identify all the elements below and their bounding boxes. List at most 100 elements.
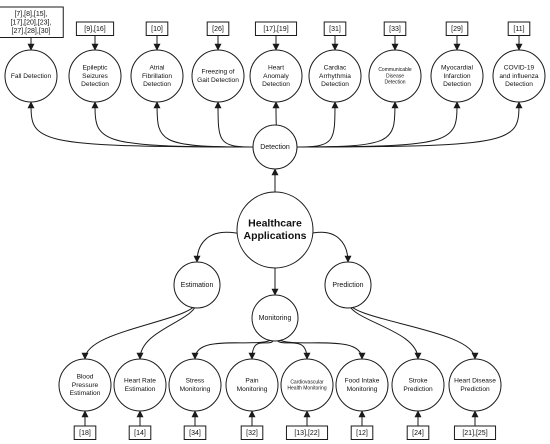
root-node-healthcare-applications-label: Applications	[243, 230, 306, 242]
estimation-node-heart-rate-estimation-circle	[113, 358, 167, 412]
detection-node-fall-detection-label: Fall Detection	[11, 73, 52, 80]
monitoring-node-cardiovascular-health-monitoring-reference: [13],[22]	[285, 425, 329, 440]
monitoring-node-food-intake-monitoring-reference-box	[350, 425, 374, 440]
monitoring-node-cardiovascular-health-monitoring-label: Health Monitoring	[287, 385, 326, 391]
monitoring-node-pain-monitoring-label: Monitoring	[237, 386, 268, 393]
monitoring-node-cardiovascular-health-monitoring-label: Cardiovascular	[290, 379, 324, 385]
root-node-healthcare-applications-circle	[236, 191, 314, 269]
edge-detection-to-fall-detection	[27, 101, 254, 148]
detection-node-atrial-fibrillation-detection-reference-text: [10]	[151, 26, 163, 33]
detection-node-fall-detection: Fall Detection	[4, 49, 58, 103]
detection-node-freezing-of-gait-detection-label: Freezing of	[202, 69, 235, 76]
detection-node-covid-19-and-influenza-detection-label: COVID-19	[504, 65, 535, 72]
hub-node-monitoring-label: Monitoring	[259, 315, 292, 322]
connector-layer	[27, 35, 523, 426]
estimation-node-blood-pressure-estimation-reference-text: [18]	[79, 430, 91, 437]
detection-node-fall-detection-reference: [7],[8],[15], [17],[20],[23],[27],[28],[3…	[0, 6, 64, 38]
monitoring-node-stress-monitoring-label: Monitoring	[180, 386, 211, 393]
detection-node-heart-anomaly-detection-label: Detection	[262, 81, 290, 88]
edge-root-to-estimation	[193, 231, 246, 263]
prediction-node-stroke-prediction-reference-box	[406, 425, 430, 440]
detection-node-communicable-disease-detection-label: Disease	[386, 73, 404, 79]
monitoring-node-food-intake-monitoring-circle	[335, 358, 389, 412]
detection-node-covid-19-and-influenza-detection-label: Detection	[505, 81, 533, 88]
edge-detection-to-communicable-disease-detection	[296, 101, 399, 148]
detection-node-myocardial-infarction-detection-circle	[430, 49, 484, 103]
detection-node-freezing-of-gait-detection-circle	[191, 49, 245, 103]
monitoring-node-cardiovascular-health-monitoring-circle	[280, 358, 334, 412]
prediction-node-heart-disease-prediction-reference-box	[453, 425, 497, 440]
estimation-node-blood-pressure-estimation-circle	[58, 358, 112, 412]
edge-detection-to-epileptic-seizures-detection	[91, 101, 254, 148]
detection-node-myocardial-infarction-detection-label: Detection	[443, 81, 471, 88]
detection-node-epileptic-seizures-detection-reference: [9],[16]	[75, 21, 115, 36]
detection-node-freezing-of-gait-detection-label: Gait Detection	[197, 77, 239, 84]
monitoring-node-stress-monitoring-reference: [34]	[183, 425, 207, 440]
monitoring-node-food-intake-monitoring-reference-text: [12]	[356, 430, 368, 437]
detection-node-cardiac-arrhythmia-detection-label: Arrhythmia	[319, 73, 351, 80]
monitoring-node-stress-monitoring-label: Stress	[186, 378, 205, 385]
detection-node-atrial-fibrillation-detection-reference: [10]	[145, 21, 169, 36]
prediction-node-stroke-prediction-label: Stroke	[408, 378, 427, 385]
detection-node-atrial-fibrillation-detection-label: Detection	[143, 81, 171, 88]
detection-node-fall-detection-reference-text: [27],[28],[30]	[12, 28, 51, 35]
detection-node-freezing-of-gait-detection-reference: [26]	[206, 21, 230, 36]
hub-node-estimation-circle	[173, 261, 221, 309]
hub-node-estimation-label: Estimation	[181, 282, 214, 289]
detection-node-freezing-of-gait-detection-reference-text: [26]	[212, 26, 224, 33]
edge-estimation-to-heart-rate-estimation	[136, 301, 198, 360]
detection-node-covid-19-and-influenza-detection-circle	[492, 49, 546, 103]
hub-node-prediction: Prediction	[324, 261, 372, 309]
estimation-node-blood-pressure-estimation-label: Blood	[77, 374, 94, 381]
prediction-node-heart-disease-prediction-reference-text: [21],[25]	[462, 430, 487, 437]
estimation-node-heart-rate-estimation-reference: [14]	[128, 425, 152, 440]
detection-node-myocardial-infarction-detection-reference-text: [29]	[451, 26, 463, 33]
prediction-node-stroke-prediction-reference: [24]	[406, 425, 430, 440]
estimation-node-blood-pressure-estimation-reference-box	[73, 425, 97, 440]
prediction-node-heart-disease-prediction-label: Prediction	[460, 386, 490, 393]
edge-detection-to-freezing-of-gait-detection	[214, 101, 254, 148]
detection-node-communicable-disease-detection-reference-text: [33]	[389, 26, 401, 33]
detection-node-covid-19-and-influenza-detection-label: and influenza	[499, 73, 539, 80]
detection-node-epileptic-seizures-detection-label: Seizures	[82, 73, 108, 80]
estimation-node-blood-pressure-estimation-label: Estimation	[70, 390, 101, 397]
monitoring-node-stress-monitoring-circle	[168, 358, 222, 412]
monitoring-node-stress-monitoring-reference-text: [34]	[189, 430, 201, 437]
root-node-healthcare-applications-label: Healthcare	[248, 217, 302, 229]
estimation-node-heart-rate-estimation-reference-box	[128, 425, 152, 440]
detection-node-myocardial-infarction-detection-label: Infarction	[443, 73, 470, 80]
detection-node-atrial-fibrillation-detection-reference-box	[145, 21, 169, 36]
prediction-node-heart-disease-prediction-circle	[448, 358, 502, 412]
estimation-node-heart-rate-estimation-label: Estimation	[125, 386, 156, 393]
detection-node-communicable-disease-detection-reference-box	[383, 21, 407, 36]
monitoring-node-pain-monitoring-reference-box	[240, 425, 264, 440]
edge-estimation-to-blood-pressure-estimation	[81, 300, 198, 360]
detection-node-covid-19-and-influenza-detection-reference: [11]	[507, 21, 531, 36]
monitoring-node-food-intake-monitoring-reference: [12]	[350, 425, 374, 440]
detection-node-communicable-disease-detection-label: Communicable	[378, 67, 412, 73]
detection-node-fall-detection-reference-box	[0, 6, 64, 38]
monitoring-node-food-intake-monitoring-label: Monitoring	[347, 386, 378, 393]
detection-node-fall-detection-reference-text: [17],[20],[23],	[11, 20, 52, 27]
detection-node-myocardial-infarction-detection-label: Myocardial	[441, 65, 473, 72]
edge-detection-to-cardiac-arrhythmia-detection	[296, 101, 339, 148]
detection-node-epileptic-seizures-detection-circle	[68, 49, 122, 103]
hub-node-detection-circle	[252, 124, 298, 170]
detection-node-cardiac-arrhythmia-detection-label: Detection	[321, 81, 349, 88]
reference-box-layer: [7],[8],[15], [17],[20],[23],[27],[28],[3…	[0, 6, 531, 440]
prediction-node-stroke-prediction-reference-text: [24]	[412, 430, 424, 437]
hub-node-monitoring-circle	[251, 294, 299, 342]
hub-node-estimation: Estimation	[173, 261, 221, 309]
detection-node-cardiac-arrhythmia-detection-reference-text: [31]	[329, 26, 341, 33]
prediction-node-heart-disease-prediction-reference: [21],[25]	[453, 425, 497, 440]
detection-node-fall-detection-reference-text: [7],[8],[15],	[14, 11, 47, 18]
monitoring-node-stress-monitoring-reference-box	[183, 425, 207, 440]
detection-node-cardiac-arrhythmia-detection-circle	[308, 49, 362, 103]
